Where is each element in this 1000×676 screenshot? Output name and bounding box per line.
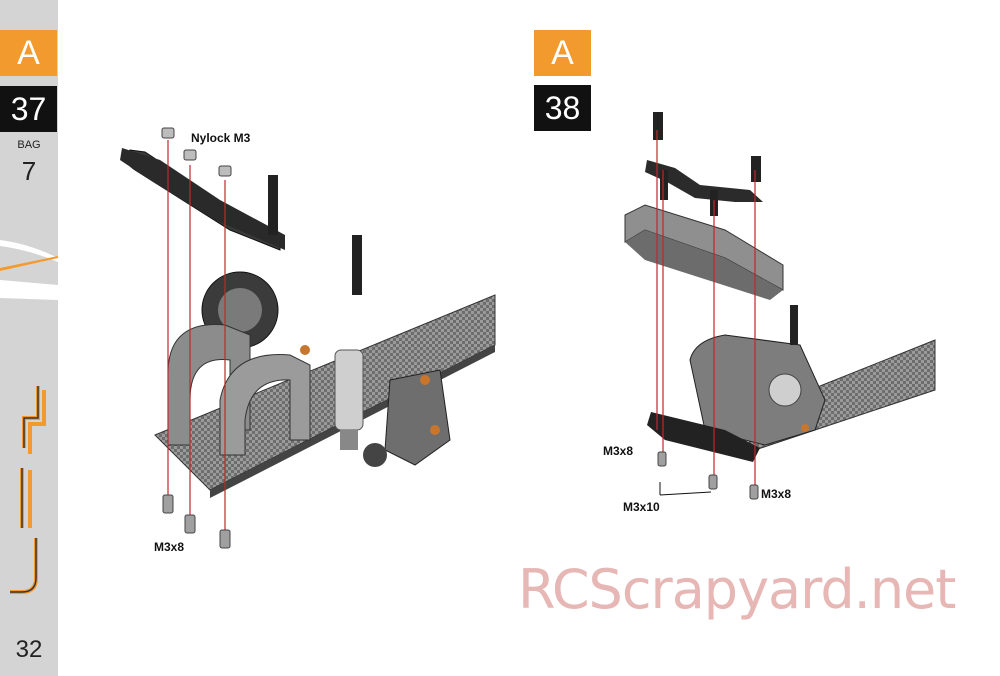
page-number: 32	[15, 636, 43, 663]
sidebar: A 37 BAG 7 32	[0, 0, 58, 676]
m3x8-label-step37: M3x8	[154, 540, 185, 554]
step-number-badge: 37	[0, 86, 57, 132]
step38-number-badge: 38	[534, 85, 591, 131]
nylock-m3-label: Nylock M3	[191, 131, 251, 145]
step38-section-letter-badge: A	[534, 30, 591, 76]
step37-assembly-illustration	[120, 127, 496, 549]
bag-label: BAG	[17, 139, 41, 151]
watermark-text: RCScrapyard.net	[518, 558, 956, 621]
m3x10-label-step38: M3x10	[623, 500, 660, 514]
section-letter-badge: A	[0, 30, 57, 76]
step38-assembly-illustration	[624, 112, 936, 500]
m3x8-label-step38-left: M3x8	[603, 444, 634, 458]
bag-number: 7	[21, 156, 37, 186]
m3x8-label-step38-right: M3x8	[761, 487, 792, 501]
sidebar-stripes	[0, 240, 58, 300]
swift-logo-icon	[10, 386, 46, 594]
